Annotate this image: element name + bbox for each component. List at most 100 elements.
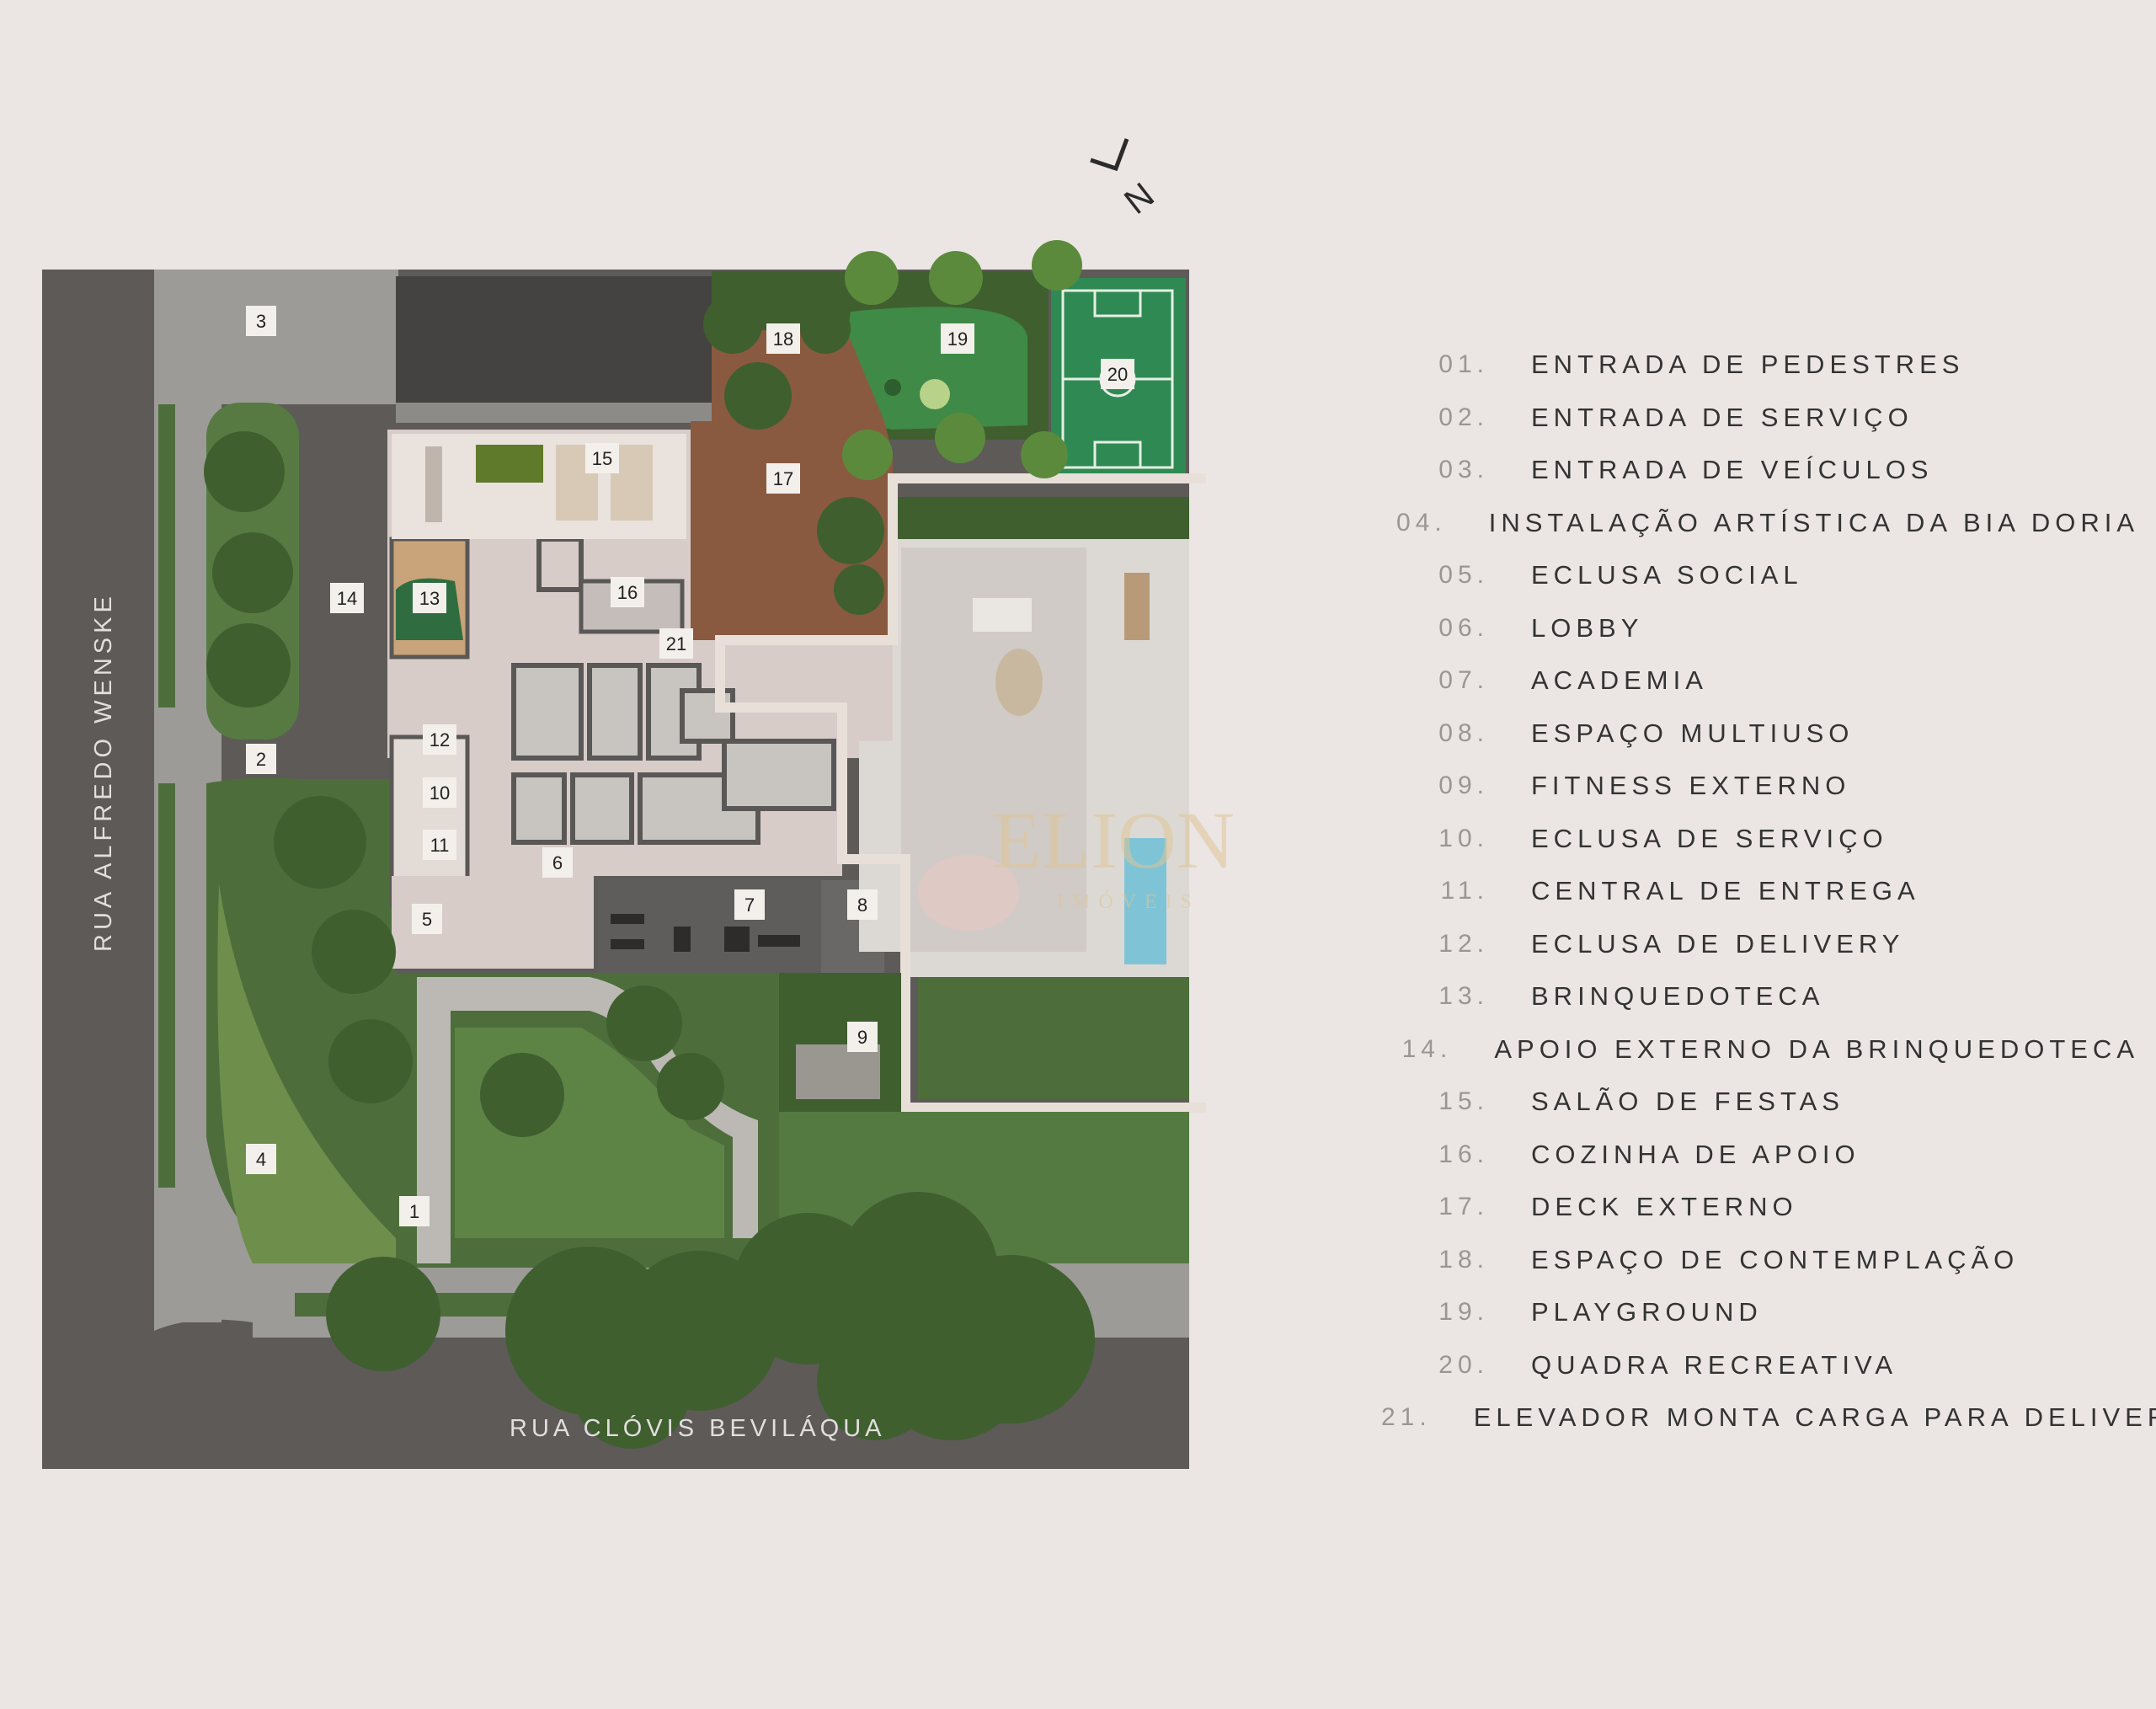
legend-label: CENTRAL DE ENTREGA [1531,876,1920,906]
trees [204,295,1095,1449]
area-marker: 19 [941,323,974,354]
terrace-garden-bottom [918,977,1189,1099]
area-marker-box [585,443,619,473]
area-marker-number: 18 [773,328,793,350]
area-marker: 10 [423,777,456,808]
area-marker: 15 [585,443,619,473]
curb-green-left-2 [158,783,175,1188]
legend-label: APOIO EXTERNO DA BRINQUEDOTECA [1494,1033,2139,1064]
playground-dot-2 [884,379,901,396]
fitness-pad [796,1044,880,1099]
area-marker: 1 [399,1196,430,1226]
legend-item: 16.COZINHA DE APOIO [1381,1129,2139,1182]
area-marker-number: 16 [617,582,638,603]
legend-label: INSTALAÇÃO ARTÍSTICA DA BIA DORIA [1488,507,2139,537]
room-block [587,663,643,761]
legend-label: PLAYGROUND [1531,1297,1763,1327]
legend-number: 12. [1438,929,1489,958]
area-marker-box [1101,359,1134,389]
area-marker: 11 [423,830,456,860]
area-marker-number: 4 [256,1149,266,1170]
legend-item: 19.PLAYGROUND [1381,1286,2139,1339]
legend-label: DECK EXTERNO [1531,1192,1798,1222]
area-marker: 17 [766,463,800,494]
area-marker-number: 3 [256,311,266,332]
terrace-garden-top [897,497,1189,539]
legend-number: 06. [1438,613,1489,642]
area-marker: 20 [1101,359,1134,389]
area-marker-box [734,889,765,920]
legend-label: ENTRADA DE VEÍCULOS [1531,455,1934,485]
room-block [570,772,634,845]
area-marker: 16 [611,577,644,607]
legend-item: 03.ENTRADA DE VEÍCULOS [1381,444,2139,497]
area-marker-number: 14 [337,588,357,609]
legend-label: ECLUSA DE DELIVERY [1531,928,1905,959]
terrace-island [973,598,1032,632]
area-marker-box [847,889,878,920]
gym-equipment [611,914,644,924]
area-marker-number: 12 [430,729,450,750]
legend-label: ECLUSA SOCIAL [1531,560,1803,590]
area-marker-box [423,830,456,860]
area-marker-box [847,1022,878,1052]
legend-item: 15.SALÃO DE FESTAS [1381,1076,2139,1129]
party-hall-sofa [476,445,543,483]
legend-label: QUADRA RECREATIVA [1531,1349,1898,1380]
room-block [511,772,567,845]
legend-number: 05. [1438,561,1489,590]
area-marker-box [766,323,800,354]
area-marker-box [542,847,573,878]
legend-item: 05. ECLUSA SOCIAL [1381,549,2139,602]
palm-trees [842,240,1082,480]
legend-item: 04.INSTALAÇÃO ARTÍSTICA DA BIA DORIA [1381,497,2139,550]
legend-item: 13.BRINQUEDOTECA [1381,970,2139,1023]
legend-number: 02. [1438,403,1489,431]
area-marker: 9 [847,1022,878,1052]
street-label-left: RUA ALFREDO WENSKE [90,592,117,952]
area-marker-box [423,724,456,755]
area-marker: 21 [659,628,693,659]
legend-number: 08. [1438,718,1489,747]
area-marker: 18 [766,323,800,354]
area-marker: 7 [734,889,765,920]
legend-item: 02. ENTRADA DE SERVIÇO [1381,392,2139,445]
area-marker: 4 [246,1144,276,1174]
gym-equipment [674,927,691,952]
area-marker-number: 10 [430,782,450,804]
legend-item: 01.ENTRADA DE PEDESTRES [1381,339,2139,392]
legend-item: 11.CENTRAL DE ENTREGA [1381,865,2139,918]
garden-path [417,977,758,1263]
watermark-brand: ELION [992,795,1235,885]
legend-item: 12. ECLUSA DE DELIVERY [1381,918,2139,971]
legend-number: 09. [1438,772,1489,800]
area-marker-box [399,1196,430,1226]
legend-item: 20.QUADRA RECREATIVA [1381,1339,2139,1392]
sidewalk-top [154,270,398,404]
area-marker: 6 [542,847,573,878]
playground-dot-1 [920,379,950,409]
legend-label: ENTRADA DE SERVIÇO [1531,402,1913,432]
terrace-long-table [1124,573,1150,640]
area-marker-number: 21 [666,633,686,654]
gym-equipment [724,927,750,952]
site-plan-map: N RUA ALFREDO WENSKE RUA CLÓVIS BEVILÁQU… [42,138,1235,1469]
gym-equipment [758,935,800,947]
legend-label: FITNESS EXTERNO [1531,771,1851,801]
legend-number: 01. [1438,350,1489,379]
area-marker-number: 11 [430,835,450,856]
legend-label: COZINHA DE APOIO [1531,1139,1860,1169]
watermark-sub: IMÓVEIS [1057,890,1200,913]
area-marker-number: 1 [409,1201,419,1222]
area-marker-number: 5 [422,909,432,930]
area-marker-box [766,463,800,494]
legend-label: ESPAÇO MULTIUSO [1531,718,1854,748]
garage-roof-edge [396,403,712,423]
area-marker-box [659,628,693,659]
legend-number: 10. [1438,824,1489,852]
legend-number: 18. [1438,1245,1489,1274]
street-label-bottom: RUA CLÓVIS BEVILÁQUA [510,1414,886,1442]
area-marker-number: 7 [744,895,755,916]
gym-equipment [611,939,644,949]
